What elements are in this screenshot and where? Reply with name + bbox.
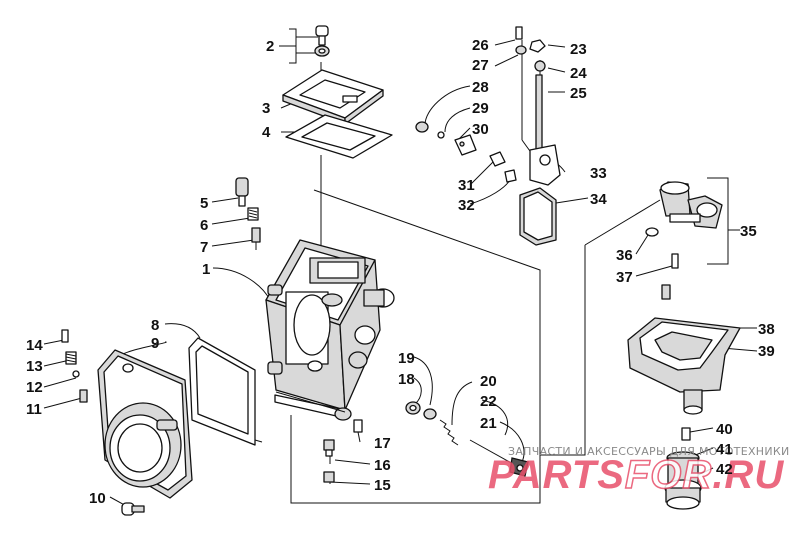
callout-15: 15 [374, 477, 391, 494]
callout-21: 21 [480, 415, 497, 432]
callout-28: 28 [472, 79, 489, 96]
part-1-carburetor-body [265, 239, 395, 421]
callout-17: 17 [374, 435, 391, 452]
part-11-14-idle-screw [61, 329, 88, 403]
callout-35: 35 [740, 223, 757, 240]
part-18-19-washers [405, 401, 437, 420]
callout-38: 38 [758, 321, 775, 338]
part-10-screw [121, 502, 145, 516]
callout-31: 31 [458, 177, 475, 194]
callout-40: 40 [716, 421, 733, 438]
watermark-brand-mid: FOR [625, 453, 712, 497]
part-23-27-cable-parts [515, 26, 546, 166]
callout-11: 11 [26, 401, 42, 418]
watermark-brand-tld: .RU [712, 453, 784, 497]
callout-41: 41 [716, 441, 733, 458]
part-9-intake-flange [97, 349, 193, 499]
part-5-7-pilot-screw [235, 177, 261, 250]
watermark-tagline: ЗАПЧАСТИ И АКСЕССУАРЫ ДЛЯ МОТОТЕХНИКИ [508, 445, 790, 458]
callout-6: 6 [200, 217, 208, 234]
watermark: ЗАПЧАСТИ И АКСЕССУАРЫ ДЛЯ МОТОТЕХНИКИ PA… [488, 445, 790, 498]
callout-39: 39 [758, 343, 775, 360]
part-2-screw-washer [314, 25, 330, 57]
callout-labels: 1234567891011121314151617181920212223242… [26, 37, 775, 507]
callout-9: 9 [151, 335, 159, 352]
part-35-37-float-assembly [645, 181, 723, 300]
parts-artwork [61, 25, 741, 516]
callout-36: 36 [616, 247, 633, 264]
callout-14: 14 [26, 337, 43, 354]
callout-8: 8 [151, 317, 159, 334]
part-8-gasket [188, 337, 263, 446]
callout-34: 34 [590, 191, 607, 208]
callout-5: 5 [200, 195, 208, 212]
callout-1: 1 [202, 261, 210, 278]
callout-16: 16 [374, 457, 391, 474]
part-15-17-screws [323, 419, 363, 483]
part-4-gasket [285, 114, 393, 159]
callout-7: 7 [200, 239, 208, 256]
callout-37: 37 [616, 269, 633, 286]
part-28-32-throttle-parts [415, 121, 517, 183]
watermark-brand-main: PARTS [488, 453, 625, 497]
callout-42: 42 [716, 461, 733, 478]
callout-27: 27 [472, 57, 489, 74]
part-33-34-slide-assembly [519, 144, 561, 246]
callout-26: 26 [472, 37, 489, 54]
watermark-brand: PARTSFOR.RU [488, 453, 784, 497]
part-20-22-needle [439, 419, 529, 477]
callout-22: 22 [480, 393, 497, 410]
callout-12: 12 [26, 379, 43, 396]
part-40-42-drain-plug [664, 427, 702, 510]
callout-25: 25 [570, 85, 587, 102]
callout-30: 30 [472, 121, 489, 138]
callout-3: 3 [262, 100, 270, 117]
part-3-top-cover [282, 69, 384, 125]
callout-19: 19 [398, 350, 415, 367]
callout-18: 18 [398, 371, 415, 388]
callout-29: 29 [472, 100, 489, 117]
callout-23: 23 [570, 41, 587, 58]
callout-33: 33 [590, 165, 607, 182]
callout-4: 4 [262, 124, 271, 141]
callout-2: 2 [266, 38, 274, 55]
callout-24: 24 [570, 65, 587, 82]
part-38-39-float-bowl [627, 317, 741, 415]
callout-32: 32 [458, 197, 475, 214]
callout-10: 10 [89, 490, 106, 507]
callout-13: 13 [26, 358, 43, 375]
callout-20: 20 [480, 373, 497, 390]
